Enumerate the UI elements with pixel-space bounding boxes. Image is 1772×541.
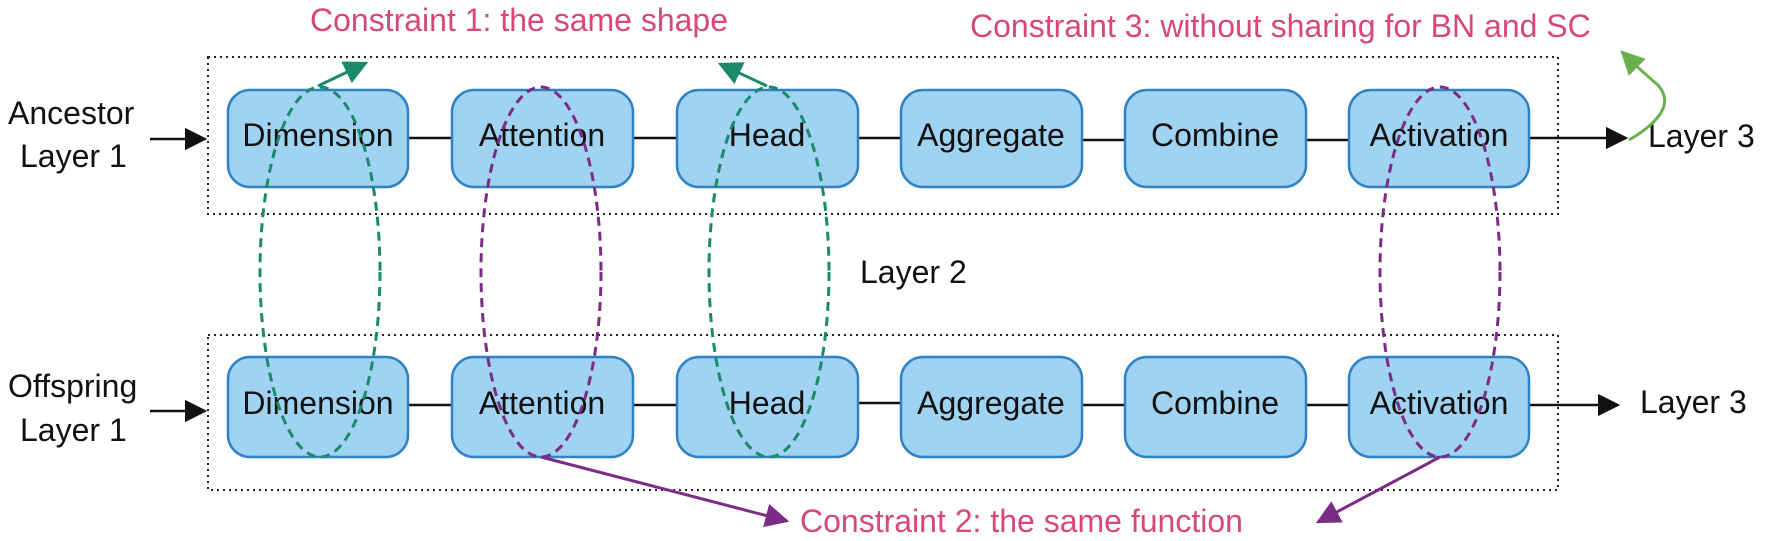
offspring-node-combine: Combine (1123, 355, 1308, 459)
offspring-node-attention: Attention (450, 355, 635, 459)
ancestor-node-attention: Attention (450, 88, 635, 189)
offspring-layer3-label: Layer 3 (1640, 384, 1747, 420)
constraint-1-arrow-left (317, 61, 369, 88)
svg-text:Activation: Activation (1370, 117, 1509, 153)
svg-text:Dimension: Dimension (242, 117, 393, 153)
dimension-shape-ellipse (258, 85, 382, 459)
layer2-label: Layer 2 (860, 254, 967, 290)
svg-text:Dimension: Dimension (242, 385, 393, 421)
svg-text:Head: Head (729, 117, 806, 153)
offspring-node-head: Head (675, 355, 860, 459)
svg-text:Aggregate: Aggregate (917, 117, 1065, 153)
constraint-2-label: Constraint 2: the same function (800, 503, 1243, 539)
constraint-1-arrow-right (717, 62, 768, 88)
offspring-layer1-label: Layer 1 (20, 412, 127, 448)
svg-text:Head: Head (729, 385, 806, 421)
constraint-2-arrow-left (540, 455, 790, 528)
offspring-label: Offspring (8, 368, 137, 404)
constraint-2-arrow-right (1315, 455, 1441, 524)
ancestor-group-box (207, 56, 1559, 215)
ancestor-node-dimension: Dimension (226, 88, 410, 189)
activation-function-ellipse (1378, 85, 1502, 459)
ancestor-node-head: Head (675, 88, 860, 189)
svg-text:Activation: Activation (1370, 385, 1509, 421)
offspring-node-activation: Activation (1347, 355, 1531, 459)
offspring-node-dimension: Dimension (226, 355, 410, 459)
head-shape-ellipse (707, 85, 831, 459)
constraint-3-label: Constraint 3: without sharing for BN and… (970, 8, 1591, 44)
constraint-3-arrow (1620, 50, 1667, 142)
svg-text:Combine: Combine (1151, 385, 1279, 421)
constraint-1-label: Constraint 1: the same shape (310, 2, 728, 38)
offspring-node-aggregate: Aggregate (899, 355, 1084, 459)
svg-text:Aggregate: Aggregate (917, 385, 1065, 421)
ancestor-node-aggregate: Aggregate (899, 88, 1084, 189)
attention-function-ellipse (479, 85, 603, 459)
svg-text:Combine: Combine (1151, 117, 1279, 153)
ancestor-node-activation: Activation (1347, 88, 1531, 189)
ancestor-layer1-label: Layer 1 (20, 138, 127, 174)
offspring-group-box (207, 334, 1559, 491)
ancestor-label: Ancestor (8, 95, 135, 131)
ancestor-node-combine: Combine (1123, 88, 1308, 189)
ancestor-layer3-label: Layer 3 (1648, 118, 1755, 154)
